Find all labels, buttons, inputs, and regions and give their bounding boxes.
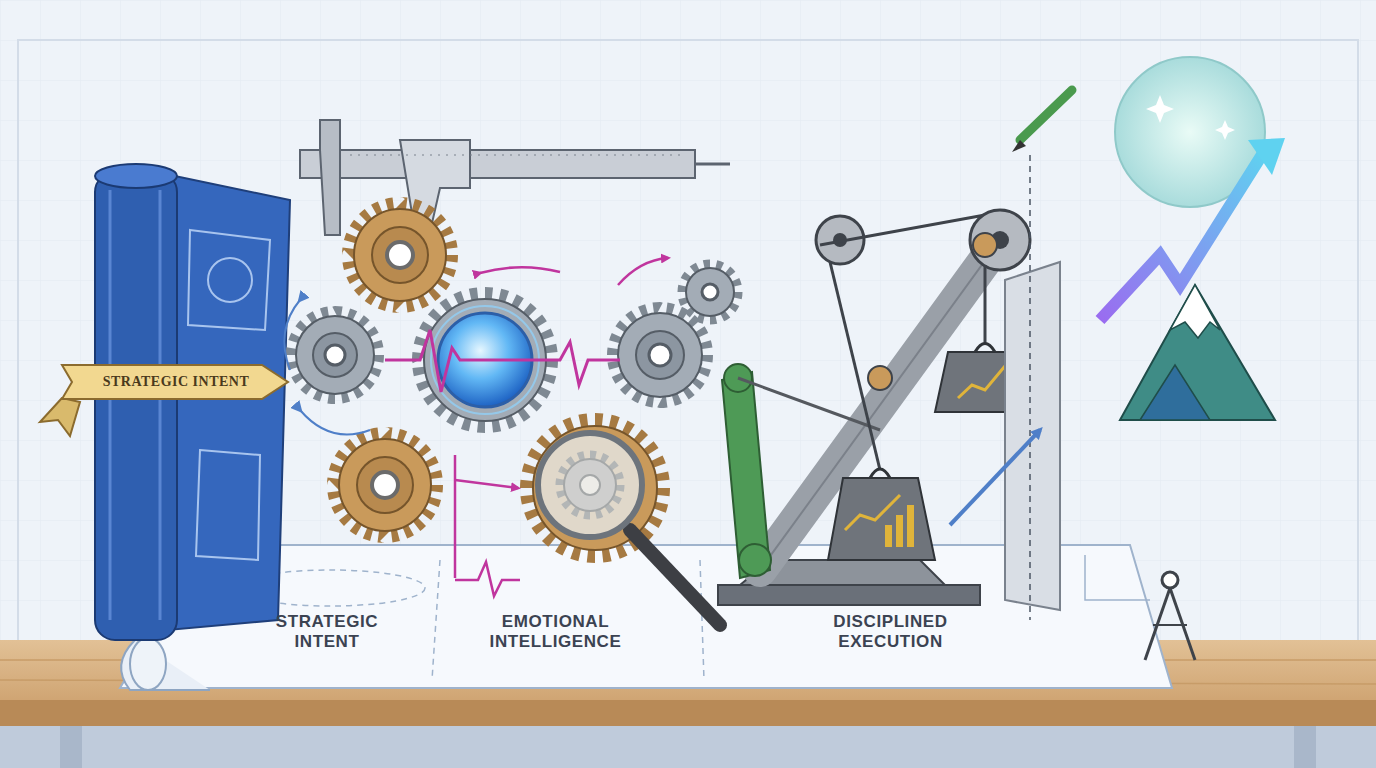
banner-text: STRATEGIC INTENT	[103, 374, 250, 390]
section-label: STRATEGIC INTENT	[262, 612, 392, 652]
ribbon-node: STRATEGIC INTENT	[62, 362, 290, 402]
section-label: DISCIPLINED EXECUTION	[818, 612, 963, 652]
section-label: EMOTIONAL INTELLIGENCE	[478, 612, 633, 652]
